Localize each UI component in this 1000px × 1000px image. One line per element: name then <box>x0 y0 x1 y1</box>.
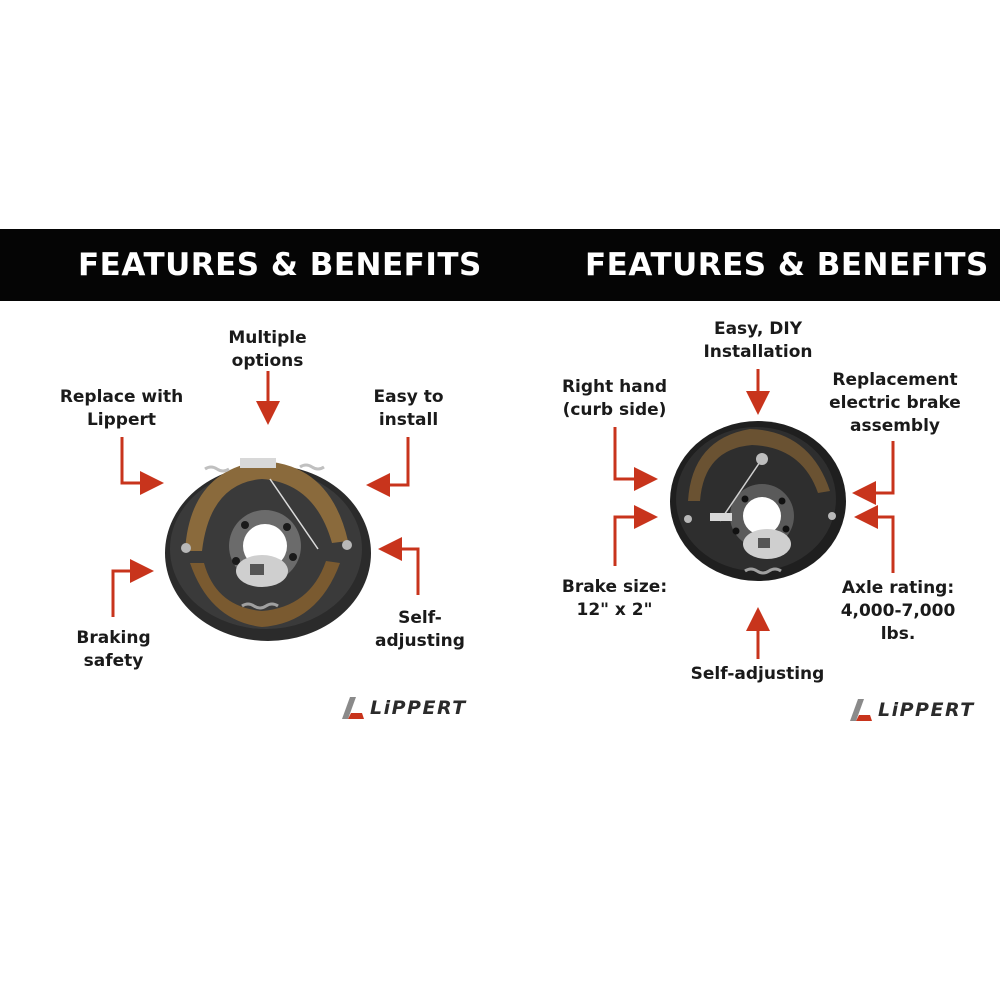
label-replacement-electric-brake: Replacement electric brake assembly <box>829 370 961 436</box>
left-feature-panel: Multiple options Replace with Lippert Ea… <box>0 301 500 761</box>
label-braking-safety: Braking safety <box>76 628 151 671</box>
right-lippert-logo: LiPPERT <box>846 697 996 723</box>
left-banner-title: FEATURES & BENEFITS <box>78 247 482 283</box>
label-replace-with-lippert: Replace with Lippert <box>59 387 184 430</box>
label-self-adjusting: Self-adjusting <box>690 664 825 684</box>
right-brake-assembly <box>670 421 846 581</box>
left-brake-assembly <box>165 458 371 641</box>
lippert-logo-icon <box>342 697 364 719</box>
left-lippert-logo: LiPPERT <box>338 695 488 721</box>
left-callout-arrows <box>111 371 420 617</box>
label-multiple-options: Multiple options <box>228 328 307 371</box>
label-axle-rating: Axle rating: 4,000-7,000 lbs. <box>840 578 956 644</box>
lippert-logo-icon <box>850 699 872 721</box>
label-easy-diy-installation: Easy, DIY Installation <box>703 319 813 362</box>
right-feature-panel: Easy, DIY Installation Right hand (curb … <box>500 301 1000 761</box>
right-brake-illustration <box>613 369 895 659</box>
label-self-adjusting: Self- adjusting <box>375 608 465 651</box>
right-callout-arrows <box>613 369 895 659</box>
features-banner: FEATURES & BENEFITS FEATURES & BENEFITS <box>0 229 1000 301</box>
label-right-hand-curb-side: Right hand (curb side) <box>561 377 668 420</box>
label-brake-size: Brake size: 12" x 2" <box>561 577 668 620</box>
label-easy-to-install: Easy to install <box>373 387 444 430</box>
right-banner-title: FEATURES & BENEFITS <box>585 247 989 283</box>
logo-wordmark: LiPPERT <box>878 699 975 721</box>
logo-wordmark: LiPPERT <box>370 697 467 719</box>
left-brake-illustration <box>111 371 420 641</box>
